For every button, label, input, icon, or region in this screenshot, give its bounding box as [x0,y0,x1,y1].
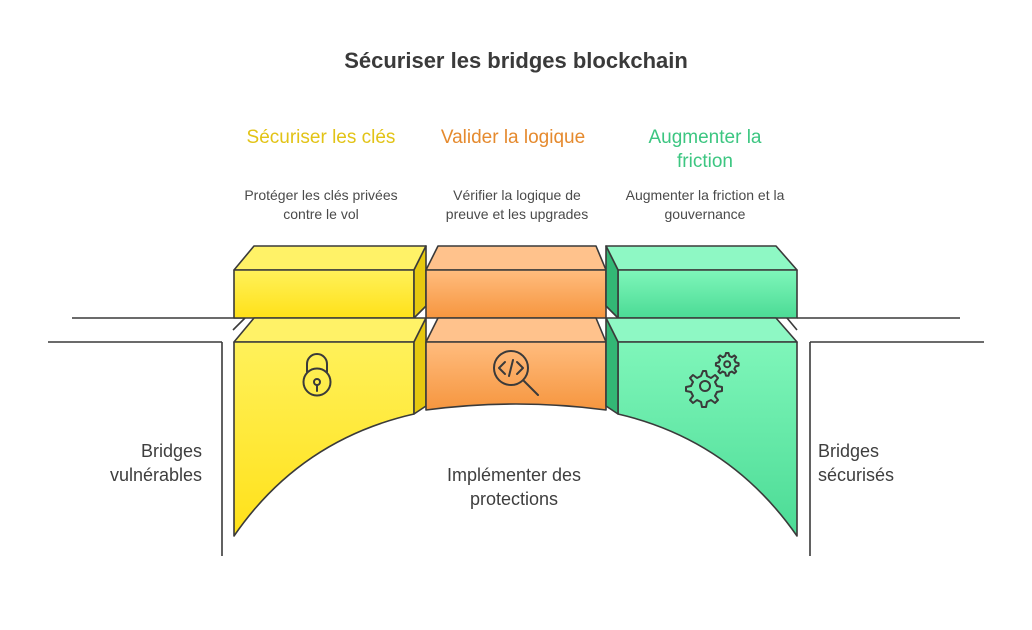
center-label: Implémenter des protections [446,465,582,509]
page-title: Sécuriser les bridges blockchain [344,48,688,73]
column-desc-friction: Augmenter la friction et la gouvernance [625,187,785,222]
orange-top-block [425,245,607,319]
green-top-block [605,245,798,319]
lock-icon [302,353,332,397]
secured-bridges-label: Bridges sécurisés [818,441,895,485]
column-title-keys: Sécuriser les clés [246,127,396,148]
orange-pier [425,317,607,411]
vulnerable-bridges-label: Bridges vulnérables [109,441,202,485]
column-desc-logic: Vérifier la logique de preuve et les upg… [445,187,589,222]
column-title-logic: Valider la logique [440,127,586,148]
column-desc-keys: Protéger les clés privées contre le vol [244,187,398,222]
column-title-friction: Augmenter la friction [648,127,762,172]
gears-icon [685,352,740,408]
left-cliff [48,317,247,556]
right-cliff [786,317,984,556]
yellow-top-block [233,245,427,319]
green-pier [605,317,798,537]
yellow-pier [233,317,427,537]
code-search-icon [493,350,539,396]
